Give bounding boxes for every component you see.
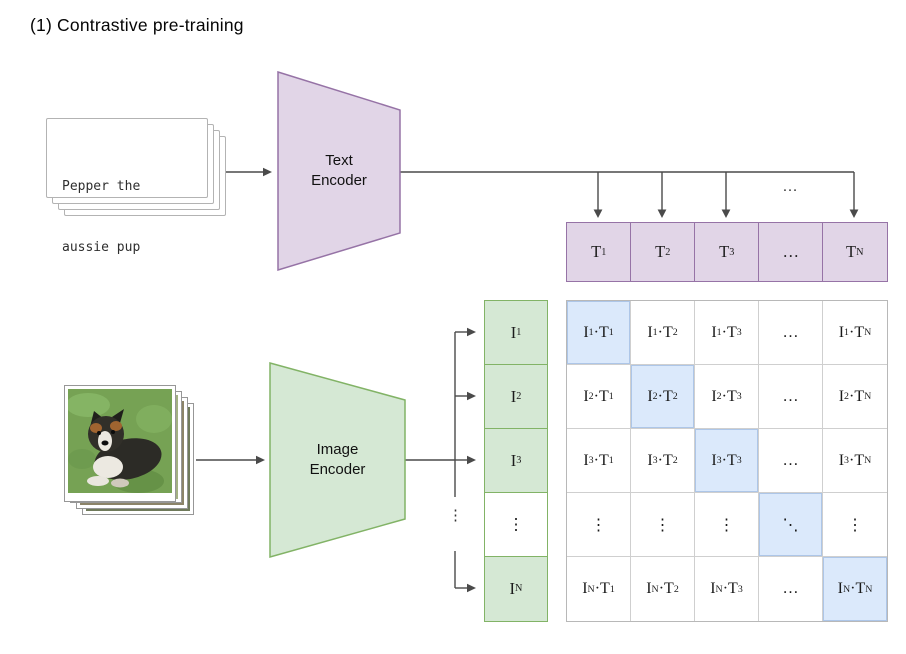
image-flow-arrowheads: [256, 327, 476, 593]
text-encoder: [277, 71, 401, 271]
text-encoder-label-line-2: Encoder: [311, 171, 367, 189]
puppy-photo-illustration: [66, 389, 172, 493]
matrix-cell: ⋮: [631, 493, 695, 557]
text-prompt: Pepper the aussie pup: [47, 119, 207, 298]
matrix-cell: …: [759, 301, 823, 365]
text-bus-ellipsis: …: [782, 179, 798, 195]
text-prompt-line-2: aussie pup: [62, 239, 141, 255]
image-fanout-dots: ⋮: [448, 508, 463, 524]
image-encoder-label-line-1: Image: [316, 441, 359, 458]
matrix-cell: …: [759, 557, 823, 621]
matrix-cell: ⋮: [695, 493, 759, 557]
image-flow-arrows: [196, 331, 468, 589]
text-encoder-label-line-1: Text: [325, 152, 353, 169]
text-prompt-line-1: Pepper the: [62, 179, 141, 195]
image-embedding-dots: ⋮: [484, 492, 548, 558]
text-embedding-ellipsis: …: [758, 222, 824, 282]
matrix-cell: ⋮: [823, 493, 887, 557]
image-encoder-label: Image Encoder: [269, 440, 406, 479]
figure-title: (1) Contrastive pre-training: [30, 15, 244, 35]
image-encoder-label-line-2: Encoder: [309, 460, 366, 478]
text-flow-arrows: [222, 171, 855, 210]
text-encoder-label: Text Encoder: [277, 151, 401, 190]
text-encoder-shape: [277, 71, 401, 271]
text-flow-arrowheads: [263, 167, 859, 218]
matrix-cell: …: [759, 429, 823, 493]
image-encoder-shape: [269, 362, 406, 558]
matrix-cell: ⋱: [759, 493, 823, 557]
matrix-cell: ⋮: [567, 493, 631, 557]
matrix-cell: …: [759, 365, 823, 429]
photo-front-puppy: [64, 385, 176, 502]
text-card-front: Pepper the aussie pup: [46, 118, 208, 255]
image-encoder: [269, 362, 406, 558]
